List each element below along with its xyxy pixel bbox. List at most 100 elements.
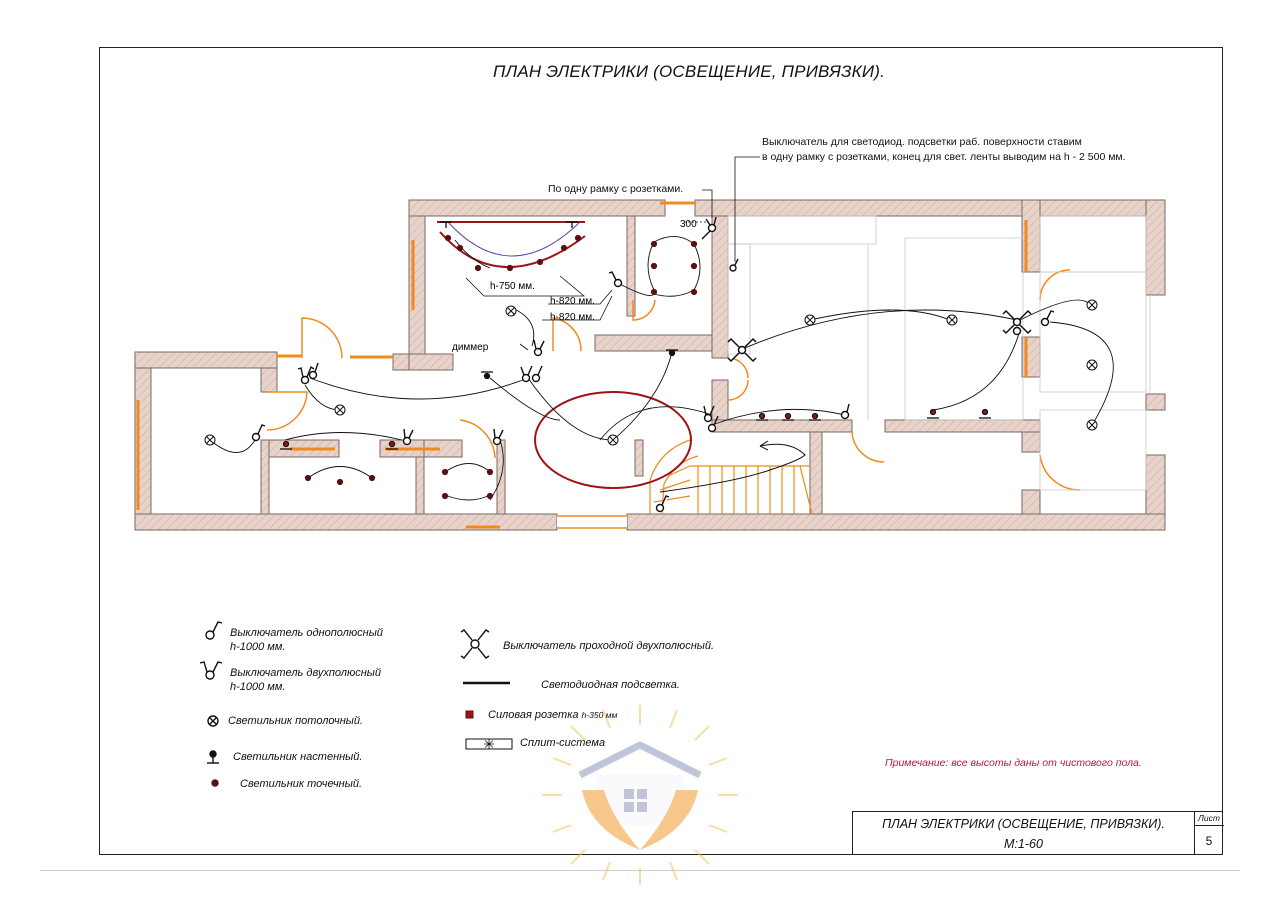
pass-switch-icon <box>727 337 757 363</box>
ceiling-light-icon <box>505 305 517 317</box>
spot-light-icon <box>690 288 698 296</box>
title-block-scale: М:1-60 <box>1004 837 1043 851</box>
pass-switch-icon <box>460 629 490 659</box>
furniture-outlines <box>727 215 1151 491</box>
wall-light-icon <box>280 440 292 450</box>
spot-light-icon <box>368 474 376 482</box>
double-switch-icon <box>701 216 717 240</box>
switches <box>251 216 1055 513</box>
spot-light-icon <box>486 468 494 476</box>
ceiling-light-icon <box>207 715 219 727</box>
house-hands-logo <box>542 705 738 885</box>
double-switch-icon <box>703 405 715 423</box>
legend-socket-height: h-350 мм <box>581 710 618 720</box>
wall-light-icon <box>756 412 768 421</box>
ceiling-light-icon <box>1086 299 1098 311</box>
spot-light-icon <box>690 262 698 270</box>
single-switch-icon <box>608 271 623 288</box>
wall-light-icon <box>666 349 678 357</box>
single-switch-icon <box>655 495 670 513</box>
double-switch-icon <box>492 428 504 446</box>
pass-switch-icon <box>1002 309 1032 335</box>
wall-lights <box>280 221 991 450</box>
ceiling-light-icon <box>1086 359 1098 371</box>
switch-note-line1: Выключатель для светодиод. подсветки раб… <box>762 136 1082 148</box>
legend-led-strip: Светодиодная подсветка. <box>541 679 680 691</box>
spot-light-icon <box>690 240 698 248</box>
spot-light-icon <box>560 244 568 252</box>
door-swings <box>266 269 1081 491</box>
title-block-divider <box>1194 812 1195 855</box>
spot-light-icon <box>536 258 544 266</box>
wall-light-icon <box>782 412 794 421</box>
frame-note: По одну рамку с розетками. <box>548 183 684 195</box>
double-switch-icon <box>199 661 223 680</box>
wall-light-icon <box>440 221 452 228</box>
spot-light-icon <box>650 288 658 296</box>
legend-wall-light: Светильник настенный. <box>233 751 363 763</box>
spot-lights <box>304 234 698 500</box>
legend-single-switch-l1: Выключатель однополюсный <box>230 627 383 639</box>
ceiling-light-icon <box>607 434 619 446</box>
title-block-sheet-line <box>1194 825 1224 826</box>
single-switch-icon <box>251 424 266 442</box>
ceiling-lights <box>204 299 1098 446</box>
double-switch-icon <box>402 428 414 446</box>
legend-symbols <box>199 621 513 787</box>
double-switch-icon <box>308 362 319 380</box>
single-switch-icon <box>531 365 543 383</box>
spot-light-icon <box>574 234 582 242</box>
double-switch-icon <box>520 365 533 383</box>
spot-light-icon <box>456 244 464 252</box>
h820-label-a: h-820 мм. <box>550 296 595 307</box>
led-strip-contours <box>437 221 692 489</box>
title-block-title: ПЛАН ЭЛЕКТРИКИ (ОСВЕЩЕНИЕ, ПРИВЯЗКИ). <box>882 817 1165 831</box>
stair-direction-arrow <box>659 443 806 493</box>
legend-double-switch-l2: h-1000 мм. <box>230 681 286 693</box>
wall-light-icon <box>927 408 939 419</box>
pass-switches <box>727 309 1032 363</box>
wiring-arcs <box>209 236 1114 501</box>
double-switch-icon <box>533 339 545 357</box>
legend-single-switch-l2: h-1000 мм. <box>230 641 286 653</box>
wall-light-icon <box>481 371 493 380</box>
h750-label: h-750 мм. <box>490 281 535 292</box>
wall-light-icon <box>979 408 991 419</box>
spot-light-icon <box>486 492 494 500</box>
double-switch-icon <box>297 365 315 385</box>
spot-light-icon <box>650 262 658 270</box>
socket-icon <box>465 710 474 719</box>
title-block-sheet-label: Лист <box>1198 813 1220 823</box>
switch-note-line2: в одну рамку с розетками, конец для свет… <box>762 151 1126 163</box>
wall-light-icon <box>386 440 398 450</box>
legend-double-switch-l1: Выключатель двухполюсный <box>230 667 382 679</box>
single-switch-icon <box>707 415 719 433</box>
ceiling-light-icon <box>804 314 816 326</box>
dimmer-label: диммер <box>452 342 489 353</box>
h820-label-b: h-820 мм. <box>550 312 595 323</box>
single-switch-icon <box>1040 310 1055 327</box>
page-title: ПЛАН ЭЛЕКТРИКИ (ОСВЕЩЕНИЕ, ПРИВЯЗКИ). <box>493 62 885 81</box>
spot-light-icon <box>441 468 449 476</box>
leader-lines <box>465 156 760 351</box>
spot-light-icon <box>441 492 449 500</box>
legend-split-system: Сплит-система <box>520 737 606 749</box>
single-switch-icon <box>205 621 223 640</box>
spot-light-icon <box>506 264 514 272</box>
spot-light-icon <box>650 240 658 248</box>
remark-note: Примечание: все высоты даны от чистового… <box>885 757 1142 769</box>
ceiling-light-icon <box>334 404 346 416</box>
legend-socket-label: Силовая розетка <box>488 709 579 721</box>
single-switch-icon <box>729 258 739 272</box>
split-system-icon <box>465 738 513 750</box>
spot-light-icon <box>336 478 344 486</box>
pass-switch-icon <box>1012 326 1022 336</box>
ceiling-light-icon <box>946 314 958 326</box>
legend-spot-light: Светильник точечный. <box>240 778 362 790</box>
title-block-sheet-number: 5 <box>1205 834 1213 848</box>
drawing-frame <box>99 47 1223 855</box>
wall-light-icon <box>207 750 219 764</box>
dimension-300: 300 <box>680 219 697 230</box>
legend-ceiling-light: Светильник потолочный. <box>228 715 364 727</box>
